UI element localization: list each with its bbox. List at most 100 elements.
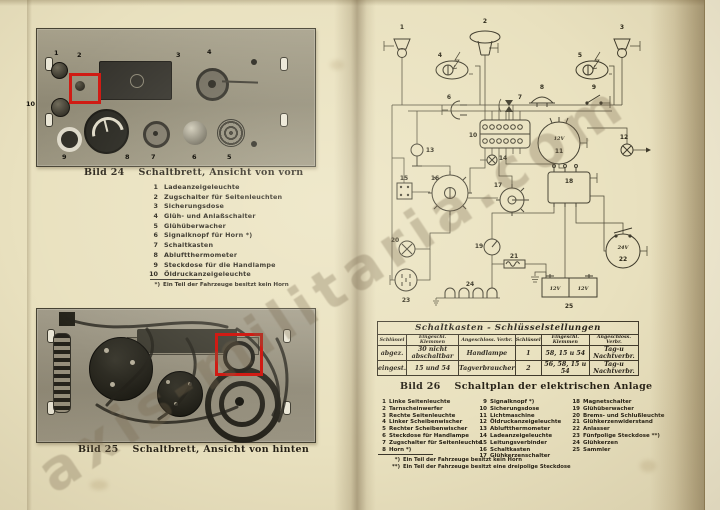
cable-center — [235, 397, 244, 406]
legend-text: Rechter Scheibenwischer — [389, 426, 468, 433]
svg-text:6: 6 — [447, 94, 451, 101]
component-16-switch-box: 16 — [428, 171, 472, 215]
component-23-five-pole-socket: 23 — [394, 268, 418, 304]
svg-text:20: 20 — [391, 237, 399, 244]
page-edge — [704, 0, 720, 510]
table-header: Angeschloss. Verbr. — [457, 334, 516, 346]
table-cell: 1 — [514, 345, 542, 361]
fig26-footnote-2: **) Ein Teil der Fahrzeuge besitzt eine … — [388, 464, 571, 470]
legend-number: 4 — [153, 212, 158, 221]
switchbox-key — [143, 121, 170, 148]
component-12-oil-pressure-lamp: 12 — [620, 134, 651, 157]
legend-number: 8 — [382, 446, 386, 453]
highlight-red-box — [69, 73, 101, 104]
svg-text:24V: 24V — [617, 245, 630, 251]
oil-pressure-lamp — [51, 98, 70, 117]
svg-text:25: 25 — [565, 303, 573, 310]
legend-number: 1 — [153, 183, 158, 191]
legend-text: Glühüberwacher — [164, 221, 226, 230]
legend-number: 19 — [572, 405, 580, 412]
legend-text: Ladeanzeigeleuchte — [490, 432, 553, 439]
table-cell: Tag-u Nachtverbr. — [588, 360, 640, 376]
legend-number: 5 — [382, 426, 386, 433]
legend-text: Sicherungsdose — [164, 202, 224, 211]
legend-text: Glühkerzenwiderstand — [583, 419, 653, 426]
table-cell: 58, 15 u 54 — [540, 345, 590, 361]
fig25-caption-label: Bild 25 — [78, 444, 119, 455]
legend-text: Öldruckanzeigeleuchte — [490, 419, 562, 426]
legend-text: Fünfpolige Steckdose **) — [583, 432, 660, 439]
legend-number: 11 — [479, 412, 487, 419]
photo-callout-10: 10 — [26, 100, 36, 108]
table-header: Schlüssel — [514, 334, 542, 346]
component-8-horn: 8 — [529, 84, 555, 107]
legend-number: 22 — [572, 426, 580, 433]
photo-callout-1: 1 — [54, 49, 59, 57]
photo-callout-7: 7 — [151, 153, 156, 161]
legend-text: Sicherungsdose — [490, 405, 540, 412]
legend-number: 4 — [382, 419, 386, 426]
legend-text: Steckdose für die Handlampe — [164, 260, 276, 269]
photo-callout-4: 4 — [207, 48, 212, 56]
glow-monitor-rings — [217, 119, 245, 147]
legend-number: 23 — [572, 432, 580, 439]
legend-text: Abluftthermometer — [164, 250, 238, 259]
keyhole — [153, 131, 158, 136]
page-left-edge — [27, 0, 32, 510]
svg-text:5: 5 — [578, 52, 582, 59]
highlight-red-box — [215, 333, 263, 376]
fig26-footnote-1: *) Ein Teil der Fahrzeuge besitzt kein H… — [388, 457, 522, 463]
screw-head — [130, 360, 135, 365]
fig24-caption-label: Bild 24 — [84, 167, 125, 178]
component-6-handlamp-socket: 6 — [447, 94, 467, 120]
legend-item: 10 Öldruckanzeigeleuchte — [146, 270, 282, 280]
svg-text:3: 3 — [620, 24, 624, 31]
photo-callout-8: 8 — [125, 153, 130, 161]
legend-text: Zugschalter für Seitenleuchten — [164, 192, 283, 201]
fig24-caption-title: Schaltbrett, Ansicht von vorn — [138, 167, 304, 178]
table-header: Eingeschl. Klemmen — [406, 334, 459, 346]
legend-number: 2 — [382, 405, 386, 412]
legend-text: Abluftthermometer — [490, 426, 551, 433]
table-cell: Tag-u Nachtverbr. — [588, 345, 640, 361]
fig26-caption-title: Schaltplan der elektrischen Anlage — [454, 381, 653, 392]
legend-number: 7 — [153, 241, 158, 250]
fig26-caption: Bild 26 Schaltplan der elektrischen Anlag… — [400, 381, 652, 392]
svg-text:8: 8 — [540, 84, 544, 91]
screw-head — [104, 348, 109, 353]
table-cell: 2 — [514, 360, 542, 376]
legend-number: 12 — [479, 419, 487, 426]
legend-text: Rechte Seitenleuchte — [389, 412, 456, 419]
legend-text: Öldruckanzeigeleuchte — [164, 270, 251, 279]
fig26-caption-label: Bild 26 — [400, 381, 441, 392]
photo-callout-9: 9 — [62, 153, 67, 161]
fuse-box-ring — [130, 74, 144, 88]
svg-text:21: 21 — [510, 253, 518, 260]
component-22-starter: 24V 22 — [605, 227, 641, 269]
legend-number: 13 — [479, 426, 487, 433]
thermometer-gauge — [84, 109, 131, 156]
legend-text: Signalknopf für Horn *) — [164, 231, 253, 240]
svg-text:15: 15 — [400, 175, 408, 182]
component-24-glow-plugs: 24 — [444, 281, 498, 298]
legend-number: 20 — [572, 412, 580, 419]
legend-number: 1 — [382, 399, 386, 405]
svg-text:16: 16 — [431, 175, 439, 182]
legend-number: 17 — [479, 453, 487, 460]
legend-number: 10 — [149, 270, 158, 279]
legend-number: 9 — [483, 399, 487, 405]
fig26-wiring-diagram: 1 2 3 4 5 6 7 — [383, 18, 651, 310]
